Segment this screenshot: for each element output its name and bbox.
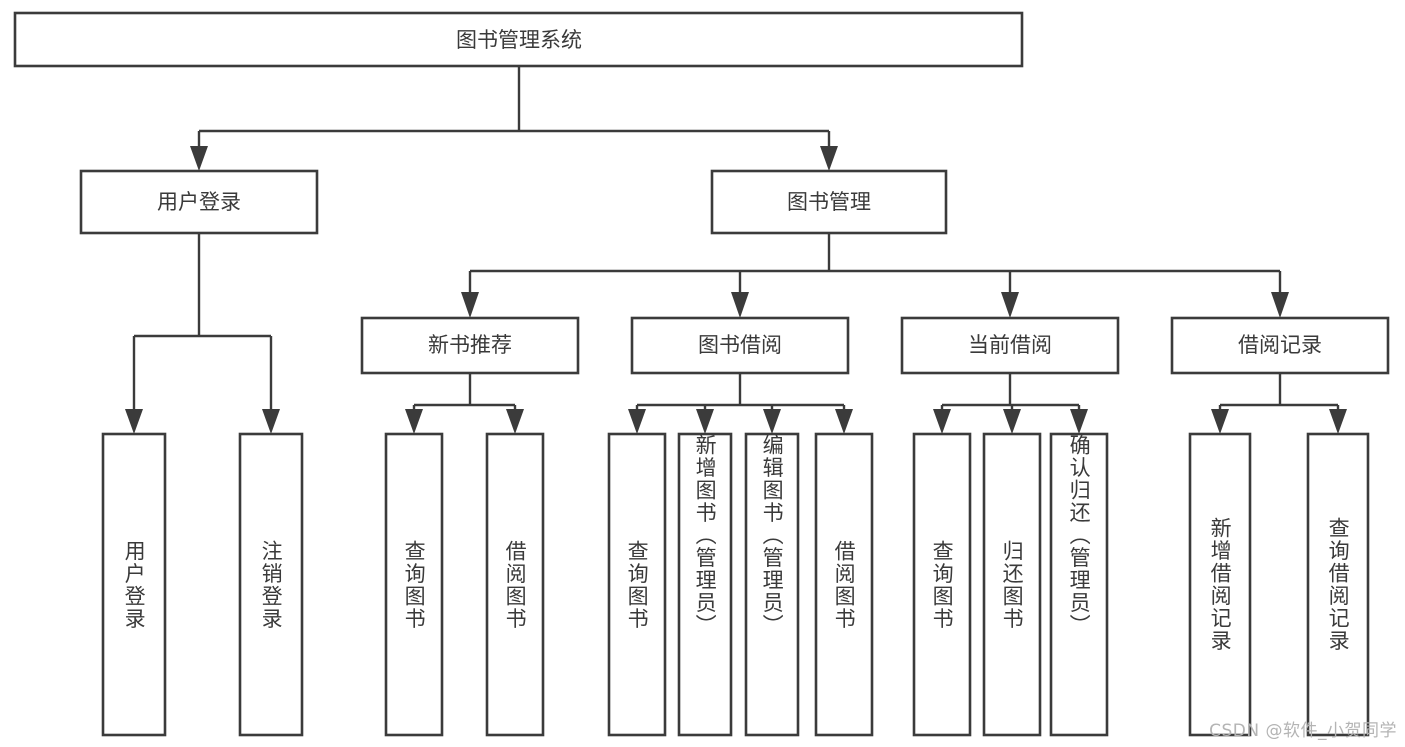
arrow-head-leaf-current-1 bbox=[1003, 409, 1021, 434]
leaf-box-record-1[interactable] bbox=[1306, 432, 1370, 737]
leaf-box-borrow-3[interactable] bbox=[814, 432, 874, 737]
leaf-box-record-0[interactable] bbox=[1188, 432, 1252, 737]
leaf-box-current-0[interactable] bbox=[912, 432, 972, 737]
arrow-head-book-borrow bbox=[731, 292, 749, 318]
arrow-head-book-manage bbox=[820, 146, 838, 171]
node-current-borrow-box[interactable] bbox=[900, 316, 1120, 375]
node-label-book-borrow: 图书借阅 bbox=[698, 333, 782, 357]
node-root-box[interactable] bbox=[13, 11, 1024, 68]
arrow-head-leaf-borrow-2 bbox=[763, 409, 781, 434]
arrow-head-leaf-record-1 bbox=[1329, 409, 1347, 434]
arrow-head-leaf-borrow-0 bbox=[628, 409, 646, 434]
arrow-head-leaf-current-2 bbox=[1070, 409, 1088, 434]
node-label-new-book-recommend: 新书推荐 bbox=[428, 333, 512, 357]
arrow-head-leaf-recommend-1 bbox=[506, 409, 524, 434]
arrow-head-user-login bbox=[190, 146, 208, 171]
arrow-head-leaf-user-login-1 bbox=[262, 409, 280, 434]
arrow-head-leaf-recommend-0 bbox=[405, 409, 423, 434]
leaf-box-user-login-1[interactable] bbox=[238, 432, 304, 737]
arrow-head-leaf-record-0 bbox=[1211, 409, 1229, 434]
arrow-head-new-book-recommend bbox=[461, 292, 479, 318]
leaf-box-borrow-0[interactable] bbox=[607, 432, 667, 737]
leaf-box-recommend-1[interactable] bbox=[485, 432, 545, 737]
leaf-box-borrow-1[interactable] bbox=[677, 432, 733, 737]
leaf-box-user-login-0[interactable] bbox=[101, 432, 167, 737]
node-label-current-borrow: 当前借阅 bbox=[968, 333, 1052, 357]
arrow-head-borrow-record bbox=[1271, 292, 1289, 318]
arrow-head-leaf-current-0 bbox=[933, 409, 951, 434]
arrow-head-leaf-borrow-3 bbox=[835, 409, 853, 434]
leaf-box-current-2[interactable] bbox=[1049, 432, 1109, 737]
arrow-head-current-borrow bbox=[1001, 292, 1019, 318]
arrow-head-leaf-user-login-0 bbox=[125, 409, 143, 434]
leaf-box-borrow-2[interactable] bbox=[744, 432, 800, 737]
node-label-book-manage: 图书管理 bbox=[787, 190, 871, 214]
arrow-head-leaf-borrow-1 bbox=[696, 409, 714, 434]
node-label-user-login: 用户登录 bbox=[157, 190, 241, 214]
node-user-login-box[interactable] bbox=[79, 169, 319, 235]
leaf-box-current-1[interactable] bbox=[982, 432, 1042, 737]
watermark-text: CSDN @软件_小贺同学 bbox=[1209, 721, 1397, 741]
node-new-book-recommend-box[interactable] bbox=[360, 316, 580, 375]
page-title: 图书管理系统 bbox=[456, 28, 582, 52]
node-label-borrow-record: 借阅记录 bbox=[1238, 333, 1322, 357]
leaf-box-recommend-0[interactable] bbox=[384, 432, 444, 737]
